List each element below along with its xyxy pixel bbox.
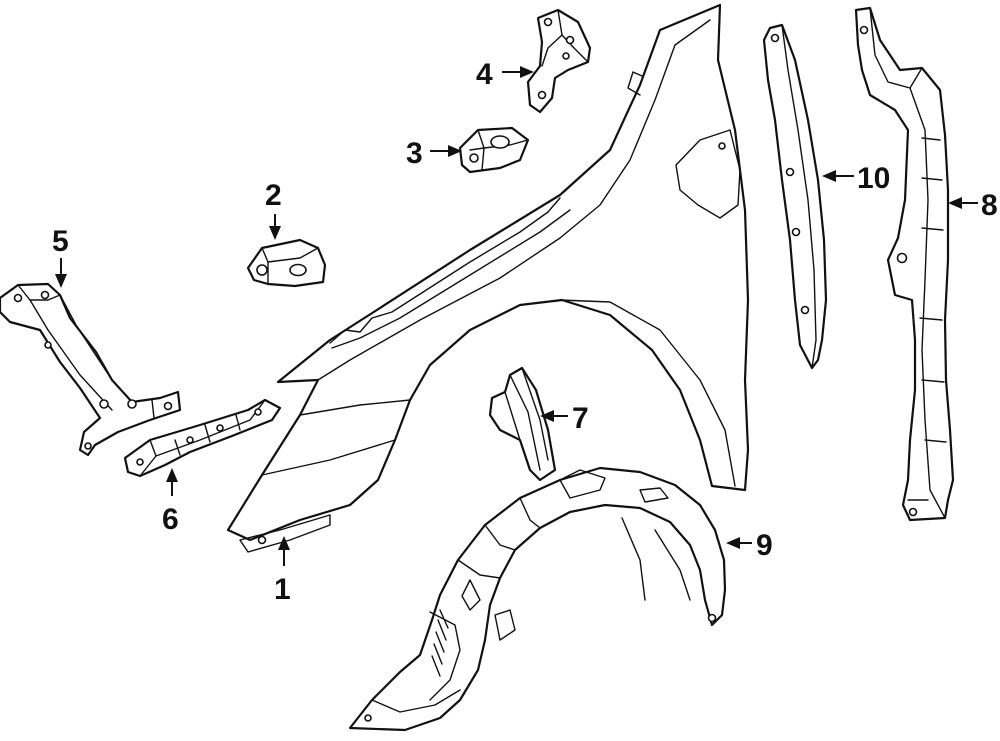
arrowhead-7 bbox=[540, 410, 554, 422]
callout-label-9: 9 bbox=[756, 529, 773, 562]
callout-label-10: 10 bbox=[857, 162, 890, 195]
callout-label-2: 2 bbox=[265, 179, 282, 212]
arrowhead-3 bbox=[448, 145, 462, 157]
arrowhead-8 bbox=[948, 197, 962, 209]
callout-label-6: 6 bbox=[162, 503, 179, 536]
bracket-part-8 bbox=[854, 6, 955, 522]
insulator-part-7 bbox=[488, 366, 557, 482]
arrowhead-5 bbox=[55, 274, 67, 288]
callout-5: 5 bbox=[52, 225, 69, 288]
arrowhead-2 bbox=[269, 226, 281, 240]
callout-8: 8 bbox=[948, 189, 998, 222]
callout-3: 3 bbox=[406, 137, 462, 170]
fender-part bbox=[226, 3, 750, 553]
bracket-part-2 bbox=[246, 238, 327, 288]
callout-7: 7 bbox=[540, 402, 589, 435]
arrowhead-6 bbox=[166, 468, 178, 482]
arrowhead-1 bbox=[278, 536, 290, 550]
callout-6: 6 bbox=[162, 468, 179, 536]
bracket-part-4 bbox=[526, 8, 592, 114]
callout-label-7: 7 bbox=[572, 402, 589, 435]
callout-2: 2 bbox=[265, 179, 282, 240]
wheel-liner-part-9 bbox=[348, 466, 727, 732]
callout-label-3: 3 bbox=[406, 137, 423, 170]
callout-label-8: 8 bbox=[981, 189, 998, 222]
arrowhead-4 bbox=[520, 66, 534, 78]
bracket-part-6 bbox=[123, 398, 282, 478]
arrowhead-9 bbox=[726, 537, 740, 549]
bracket-part-5 bbox=[0, 282, 182, 457]
bracket-part-3 bbox=[458, 126, 530, 174]
callout-9: 9 bbox=[726, 529, 773, 562]
callout-10: 10 bbox=[822, 162, 890, 195]
callout-label-4: 4 bbox=[476, 58, 493, 91]
arrowhead-10 bbox=[822, 170, 836, 182]
callout-label-1: 1 bbox=[274, 573, 291, 606]
callout-1: 1 bbox=[274, 536, 291, 606]
callout-4: 4 bbox=[476, 58, 534, 91]
callout-label-5: 5 bbox=[52, 225, 69, 258]
seal-part-10 bbox=[762, 23, 828, 370]
